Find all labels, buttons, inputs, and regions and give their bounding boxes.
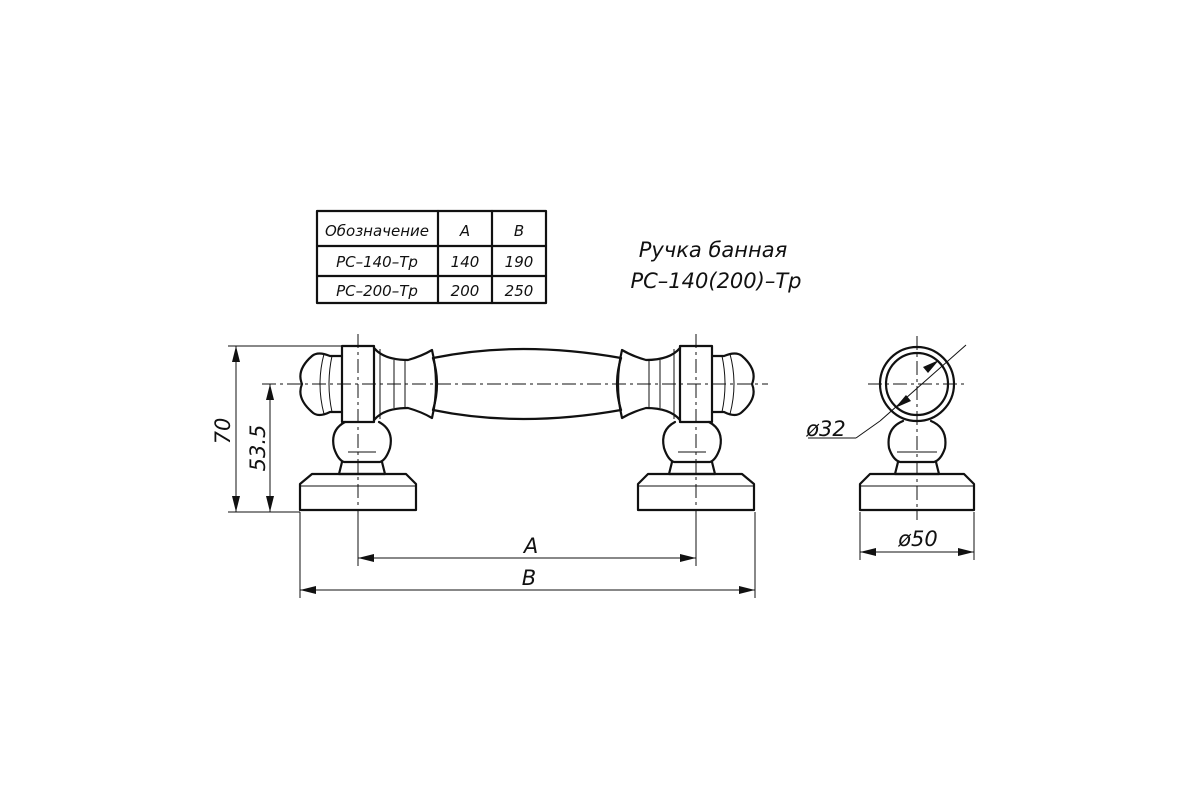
drawing-title-line2: РС–140(200)–Тр	[630, 269, 801, 293]
post-stem	[332, 420, 392, 464]
bar-top	[431, 347, 623, 360]
table-border	[315, 209, 548, 305]
table-cell: 140	[451, 253, 480, 271]
table-cell: РС–200–Тр	[336, 282, 418, 300]
dimension-a-label: A	[522, 534, 538, 558]
tube-outer-circle	[878, 345, 956, 423]
dimension-length: A B	[299, 512, 756, 598]
dimension-height: 70 53.5	[211, 345, 342, 513]
table-cell: РС–140–Тр	[336, 253, 418, 271]
spec-table: Обозначение A B РС–140–Тр 140 190 РС–200…	[315, 209, 548, 305]
side-stem	[887, 419, 947, 464]
table-header-designation: Обозначение	[325, 222, 429, 240]
handle-front-view	[262, 334, 768, 520]
dimension-53-5-label: 53.5	[246, 425, 270, 472]
end-knob-right	[710, 352, 755, 417]
table-cell: 250	[505, 282, 534, 300]
left-post	[298, 334, 438, 520]
dimension-d50-label: ø50	[897, 527, 938, 551]
dimension-70-label: 70	[211, 418, 235, 445]
table-header-b: B	[514, 222, 524, 240]
side-base	[858, 472, 976, 512]
end-knob-left	[299, 352, 344, 417]
dimension-d32-label: ø32	[805, 417, 846, 441]
post-collar	[372, 346, 438, 422]
drawing-title-line1: Ручка банная	[639, 238, 788, 262]
bar-bottom	[431, 408, 623, 421]
table-header-a: A	[459, 222, 470, 240]
right-post	[616, 334, 756, 520]
post-base	[298, 472, 418, 512]
table-cell: 190	[505, 253, 534, 271]
handle-side-view: ø32 ø50	[805, 336, 976, 560]
dimension-b-label: B	[522, 566, 536, 590]
table-cell: 200	[451, 282, 480, 300]
